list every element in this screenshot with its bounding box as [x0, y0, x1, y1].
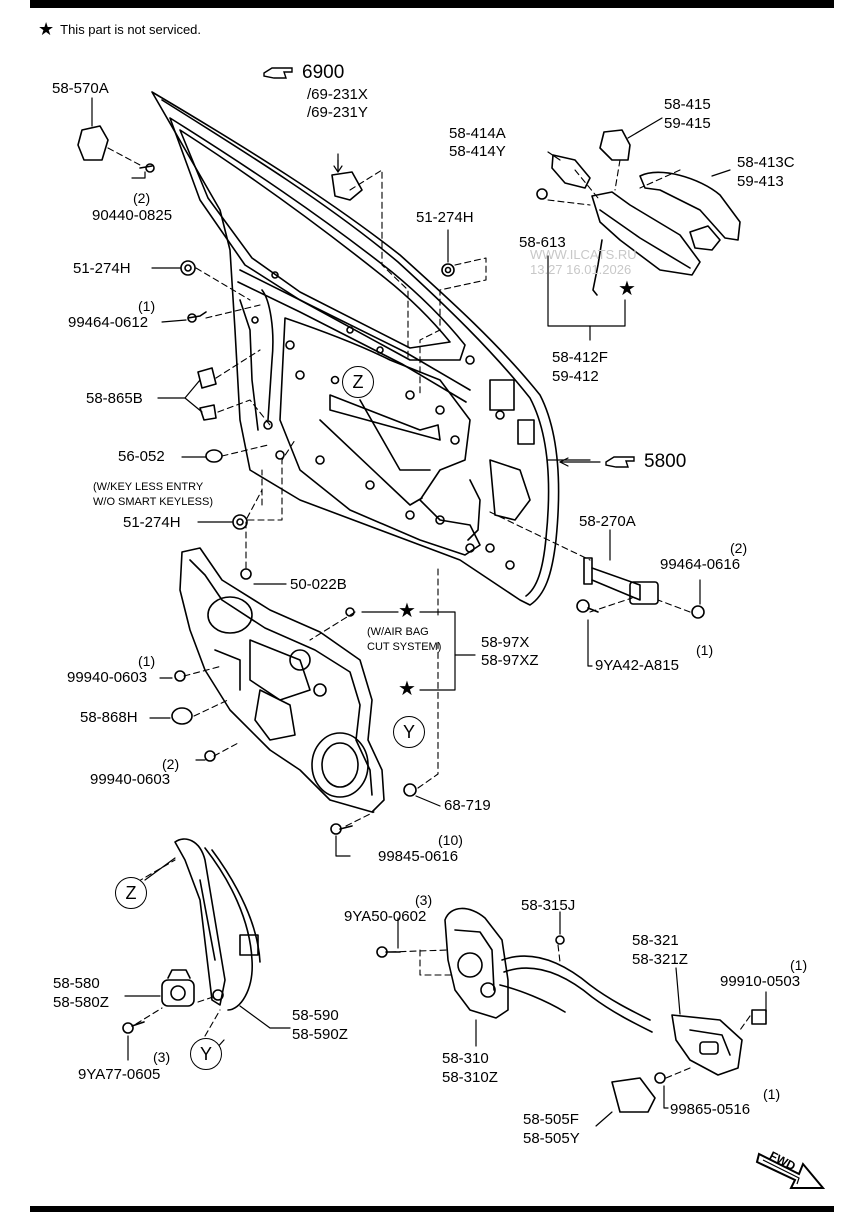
ref-5800[interactable]: 5800 [604, 451, 686, 473]
qty-99940-0603-a: (1) [138, 653, 156, 669]
airbag-note-2: CUT SYSTEM) [367, 641, 442, 653]
service-note: ★ This part is not serviced. [38, 18, 201, 39]
qty-99845-0616: (10) [438, 832, 463, 848]
part-59-412[interactable]: 59-412 [552, 368, 599, 385]
callout-y-lower: Y [190, 1038, 222, 1070]
part-9ya50-0602[interactable]: 9YA50-0602 [344, 908, 427, 925]
part-51-274h-right[interactable]: 51-274H [416, 209, 474, 226]
part-58-414a[interactable]: 58-414A [449, 125, 506, 142]
qty-99464-0612: (1) [138, 298, 156, 314]
part-58-570a[interactable]: 58-570A [52, 80, 109, 97]
part-58-310z[interactable]: 58-310Z [442, 1069, 498, 1086]
part-58-580[interactable]: 58-580 [53, 975, 100, 992]
part-58-505y[interactable]: 58-505Y [523, 1130, 580, 1147]
part-9ya77-0605[interactable]: 9YA77-0605 [78, 1066, 161, 1083]
part-58-315j[interactable]: 58-315J [521, 897, 576, 914]
part-9ya42-a815[interactable]: 9YA42-A815 [595, 657, 679, 674]
ref-6900-sub2: /69-231Y [307, 104, 368, 121]
star-icon: ★ [398, 678, 416, 700]
callout-y-upper: Y [393, 716, 425, 748]
part-56-052[interactable]: 56-052 [118, 448, 165, 465]
part-90440-0825[interactable]: 90440-0825 [92, 207, 173, 224]
qty-99940-0603-b: (2) [162, 756, 180, 772]
part-58-865b[interactable]: 58-865B [86, 390, 143, 407]
door-shell [151, 91, 560, 606]
part-58-414y[interactable]: 58-414Y [449, 143, 506, 160]
qty-99464-0616: (2) [730, 540, 748, 556]
part-51-274h-lower[interactable]: 51-274H [123, 514, 181, 531]
pointing-hand-icon [263, 67, 293, 79]
part-58-97xz[interactable]: 58-97XZ [481, 652, 539, 669]
star-icon: ★ [38, 19, 55, 39]
part-99910-0503[interactable]: 99910-0503 [720, 973, 801, 990]
part-58-321z[interactable]: 58-321Z [632, 951, 688, 968]
ref-6900-label: 6900 [302, 62, 345, 83]
part-99845-0616[interactable]: 99845-0616 [378, 848, 459, 865]
window-regulator [174, 838, 261, 1011]
fwd-arrow-icon: FWD [755, 1140, 827, 1201]
part-58-270a[interactable]: 58-270A [579, 513, 636, 530]
ref-6900[interactable]: 6900 [262, 62, 344, 84]
part-58-415[interactable]: 58-415 [664, 96, 711, 113]
part-58-412f[interactable]: 58-412F [552, 349, 608, 366]
part-99865-0516[interactable]: 99865-0516 [670, 1101, 751, 1118]
top-border [30, 0, 834, 8]
watermark: WWW.ILCATS.RU 13.27 16.01.2026 [530, 247, 637, 277]
qty-9ya77-0605: (3) [153, 1049, 171, 1065]
callout-z-upper: Z [342, 366, 374, 398]
part-50-022b[interactable]: 50-022B [290, 576, 347, 593]
part-58-97x[interactable]: 58-97X [481, 634, 530, 651]
part-59-413[interactable]: 59-413 [737, 173, 784, 190]
ref-5800-label: 5800 [644, 451, 687, 472]
star-icon: ★ [618, 278, 636, 300]
qty-9ya42: (1) [696, 642, 714, 658]
airbag-note-1: (W/AIR BAG [367, 626, 429, 638]
star-icon: ★ [398, 600, 416, 622]
part-58-310[interactable]: 58-310 [442, 1050, 489, 1067]
part-58-505f[interactable]: 58-505F [523, 1111, 579, 1128]
part-51-274h-left[interactable]: 51-274H [73, 260, 131, 277]
ref-6900-sub1: /69-231X [307, 86, 368, 103]
qty-9ya50-0602: (3) [415, 892, 433, 908]
watermark-line1: WWW.ILCATS.RU [530, 247, 637, 262]
bottom-border [30, 1206, 834, 1212]
part-58-590z[interactable]: 58-590Z [292, 1026, 348, 1043]
keyless-note-2: W/O SMART KEYLESS) [93, 496, 214, 508]
part-58-413c[interactable]: 58-413C [737, 154, 795, 171]
part-58-613[interactable]: 58-613 [519, 234, 566, 251]
door-latch [444, 907, 653, 1033]
callout-z-lower: Z [115, 877, 147, 909]
pointing-hand-icon [605, 456, 635, 468]
door-check [583, 557, 659, 605]
part-59-415[interactable]: 59-415 [664, 115, 711, 132]
watermark-line2: 13.27 16.01.2026 [530, 262, 632, 277]
inside-handle [671, 1014, 743, 1076]
part-99464-0612[interactable]: 99464-0612 [68, 314, 149, 331]
outside-handle-assy [536, 129, 741, 296]
trim-panel [179, 547, 385, 813]
part-58-590[interactable]: 58-590 [292, 1007, 339, 1024]
qty-90440: (2) [133, 190, 151, 206]
handle-cover [611, 1077, 656, 1113]
part-58-580z[interactable]: 58-580Z [53, 994, 109, 1011]
part-58-868h[interactable]: 58-868H [80, 709, 138, 726]
qty-99865-0516: (1) [763, 1086, 781, 1102]
keyless-note-1: (W/KEY LESS ENTRY [93, 481, 204, 493]
regulator-motor [161, 969, 195, 1007]
service-note-text: This part is not serviced. [60, 22, 202, 37]
part-99940-0603-b[interactable]: 99940-0603 [90, 771, 171, 788]
dashed-guides [107, 147, 751, 1079]
part-58-321[interactable]: 58-321 [632, 932, 679, 949]
part-99940-0603-a[interactable]: 99940-0603 [67, 669, 148, 686]
part-99464-0616[interactable]: 99464-0616 [660, 556, 741, 573]
qty-99910-0503: (1) [790, 957, 808, 973]
part-68-719[interactable]: 68-719 [444, 797, 491, 814]
